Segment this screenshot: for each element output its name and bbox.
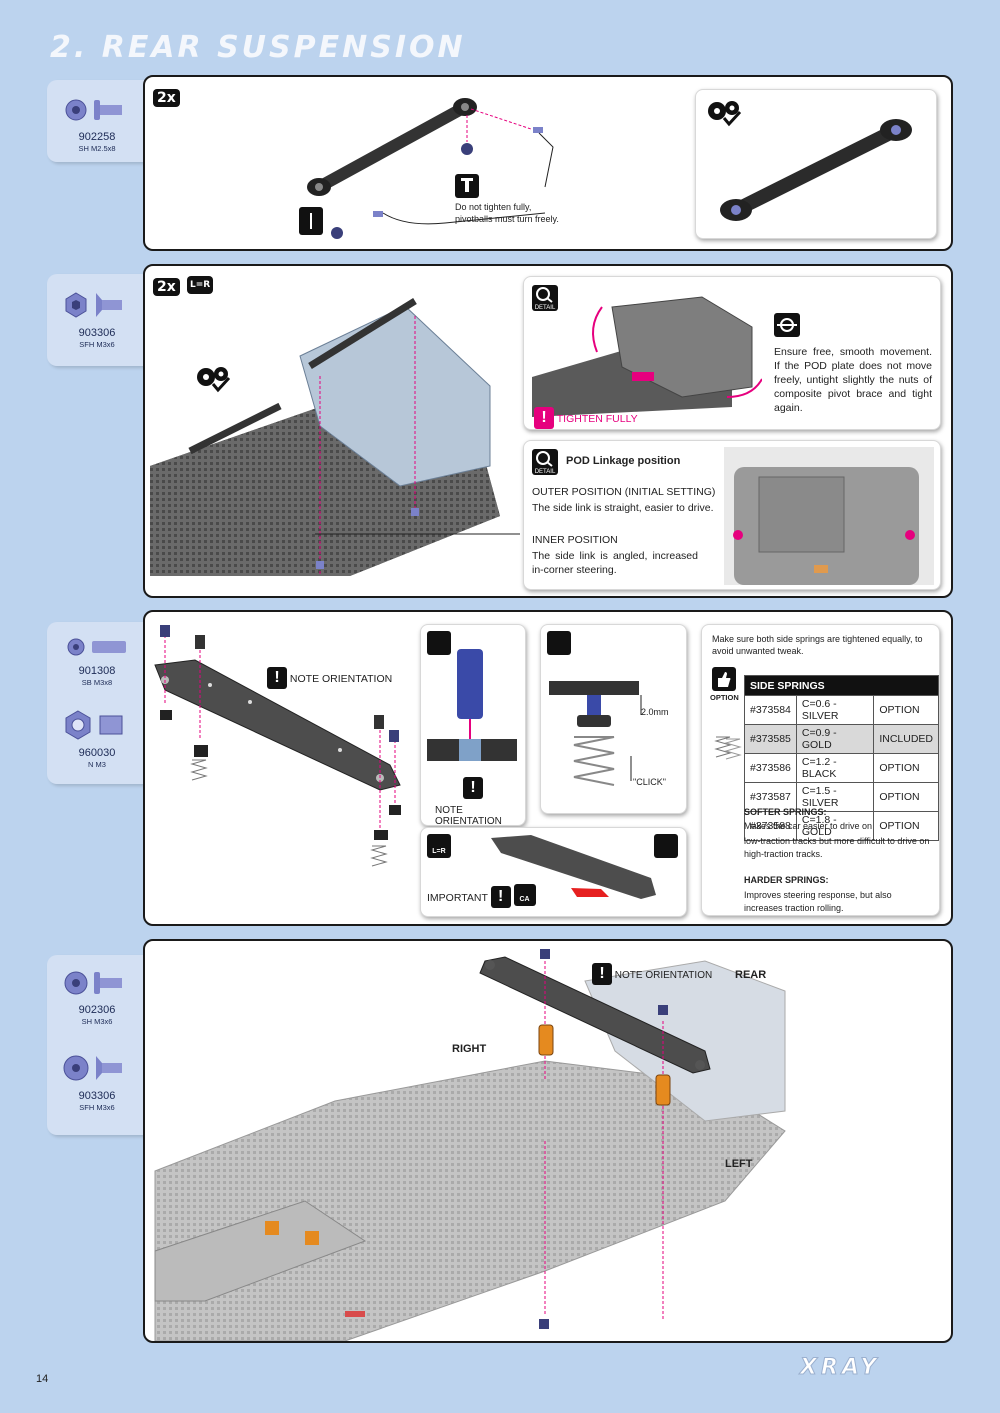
nut-icon bbox=[65, 710, 123, 740]
chassis-pod-illustration bbox=[150, 298, 520, 576]
inner-position-desc: The side link is angled, increased in-co… bbox=[532, 550, 698, 576]
step3-panel: ! NOTE ORIENTATION ! NOTE ORIENTATION 2.… bbox=[143, 610, 953, 926]
gap-label: 2.0mm bbox=[641, 707, 669, 717]
pod-linkage-box: DETAIL POD Linkage position OUTER POSITI… bbox=[523, 440, 941, 590]
screw-icon bbox=[64, 971, 122, 995]
screw-icon bbox=[65, 99, 122, 121]
detail-tighten-box: DETAIL ! TIGHTEN FULLY Ensure free, smoo… bbox=[523, 276, 941, 430]
click-label: "CLICK" bbox=[633, 777, 666, 787]
detail-icon bbox=[654, 834, 678, 858]
qty-badge: 2x bbox=[153, 278, 180, 296]
left-label: LEFT bbox=[725, 1158, 753, 1170]
option-label: OPTION bbox=[710, 693, 739, 702]
important-box: L=R IMPORTANT ! CA bbox=[420, 827, 687, 917]
right-label: RIGHT bbox=[452, 1043, 487, 1055]
rear-label: REAR bbox=[735, 969, 767, 981]
detail-gap-box: 2.0mm "CLICK" bbox=[540, 624, 687, 814]
flat-screw-icon bbox=[65, 292, 122, 318]
section-title: 2. REAR SUSPENSION bbox=[50, 30, 466, 65]
chassis-assembly-illustration bbox=[154, 949, 786, 1341]
link-end-detail bbox=[491, 835, 656, 899]
outer-position-desc: The side link is straight, easier to dri… bbox=[532, 502, 714, 514]
rod-end-illustration bbox=[299, 98, 554, 239]
detail-icon bbox=[427, 631, 451, 655]
xray-logo: XRAY bbox=[799, 1355, 881, 1381]
part-902258: 902258 SH M2.5x8 bbox=[47, 94, 147, 153]
spacer-detail bbox=[427, 649, 517, 761]
part-902306: 902306 SH M3x6 bbox=[47, 967, 147, 1026]
left-right-icon: L=R bbox=[427, 834, 451, 858]
gears-check-icon bbox=[197, 367, 231, 393]
springs-intro: Make sure both side springs are tightene… bbox=[712, 634, 923, 656]
gears-check-icon bbox=[708, 101, 742, 127]
side-springs-box: Make sure both side springs are tightene… bbox=[701, 624, 940, 916]
step1-panel: 2x Do not tighten fully, pivotballs must… bbox=[143, 75, 953, 251]
wrench-icon bbox=[774, 313, 800, 337]
thumbs-up-icon bbox=[712, 667, 736, 691]
part-903306-b: 903306 SFH M3x6 bbox=[47, 1051, 147, 1112]
part-960030: 960030 N M3 bbox=[47, 708, 147, 769]
harder-desc: Improves steering response, but also inc… bbox=[744, 890, 892, 913]
part-903306: 903306 SFH M3x6 bbox=[47, 288, 147, 349]
tighten-fully-label: ! TIGHTEN FULLY bbox=[534, 407, 638, 429]
step1-note: Do not tighten fully, pivotballs must tu… bbox=[455, 202, 559, 224]
part-901308: 901308 SB M3x8 bbox=[47, 634, 147, 687]
softer-title: SOFTER SPRINGS: bbox=[744, 807, 827, 817]
warning-icon: ! bbox=[267, 667, 287, 689]
note-orientation-label: ! NOTE ORIENTATION bbox=[592, 963, 712, 985]
ensure-text: Ensure free, smooth movement. If the POD… bbox=[774, 346, 932, 414]
springs-header: SIDE SPRINGS bbox=[744, 675, 939, 696]
flat-screw-icon bbox=[63, 1055, 122, 1081]
step4-panel: ! NOTE ORIENTATION REAR RIGHT LEFT bbox=[143, 939, 953, 1343]
softer-line2: low-traction tracks but more difficult t… bbox=[744, 836, 930, 859]
detail-orientation-label: NOTE ORIENTATION bbox=[435, 805, 502, 826]
assembled-rod-end bbox=[720, 119, 912, 221]
detail-icon: DETAIL bbox=[532, 285, 558, 311]
page-number: 14 bbox=[36, 1373, 49, 1385]
detail-label: DETAIL bbox=[534, 469, 556, 475]
pod-detail-illustration bbox=[532, 296, 762, 417]
hex-key-icon bbox=[455, 174, 479, 198]
detail-icon bbox=[547, 631, 571, 655]
qty-badge: 2x bbox=[153, 89, 180, 107]
warning-icon: ! bbox=[463, 777, 483, 799]
left-right-badge: L=R bbox=[187, 276, 214, 294]
outer-position-title: OUTER POSITION (INITIAL SETTING) bbox=[532, 486, 716, 498]
step1-result-box bbox=[695, 89, 937, 239]
softer-line1: Makes the car easier to drive on bbox=[744, 821, 873, 831]
ball-screw-icon bbox=[67, 638, 126, 656]
side-link-illustration bbox=[154, 625, 401, 867]
detail-icon: DETAIL bbox=[532, 449, 558, 475]
ca-glue-icon: CA bbox=[513, 884, 536, 906]
pod-linkage-title: POD Linkage position bbox=[566, 455, 681, 467]
warning-icon: ! bbox=[490, 886, 511, 908]
inner-position-title: INNER POSITION bbox=[532, 534, 618, 546]
important-label: IMPORTANT ! CA bbox=[427, 884, 536, 908]
warning-icon: ! bbox=[534, 407, 554, 429]
spring-gap-detail bbox=[549, 681, 642, 786]
chassis-top-view bbox=[724, 447, 934, 585]
warning-icon: ! bbox=[592, 963, 612, 985]
detail-label: DETAIL bbox=[534, 305, 556, 311]
spring-icon bbox=[714, 736, 742, 760]
detail-orientation-box: ! NOTE ORIENTATION bbox=[420, 624, 526, 826]
note-orientation-label: ! NOTE ORIENTATION bbox=[267, 667, 392, 689]
harder-title: HARDER SPRINGS: bbox=[744, 875, 829, 885]
step2-panel: 2x L=R DETAIL ! TIGHTEN FULLY bbox=[143, 264, 953, 598]
